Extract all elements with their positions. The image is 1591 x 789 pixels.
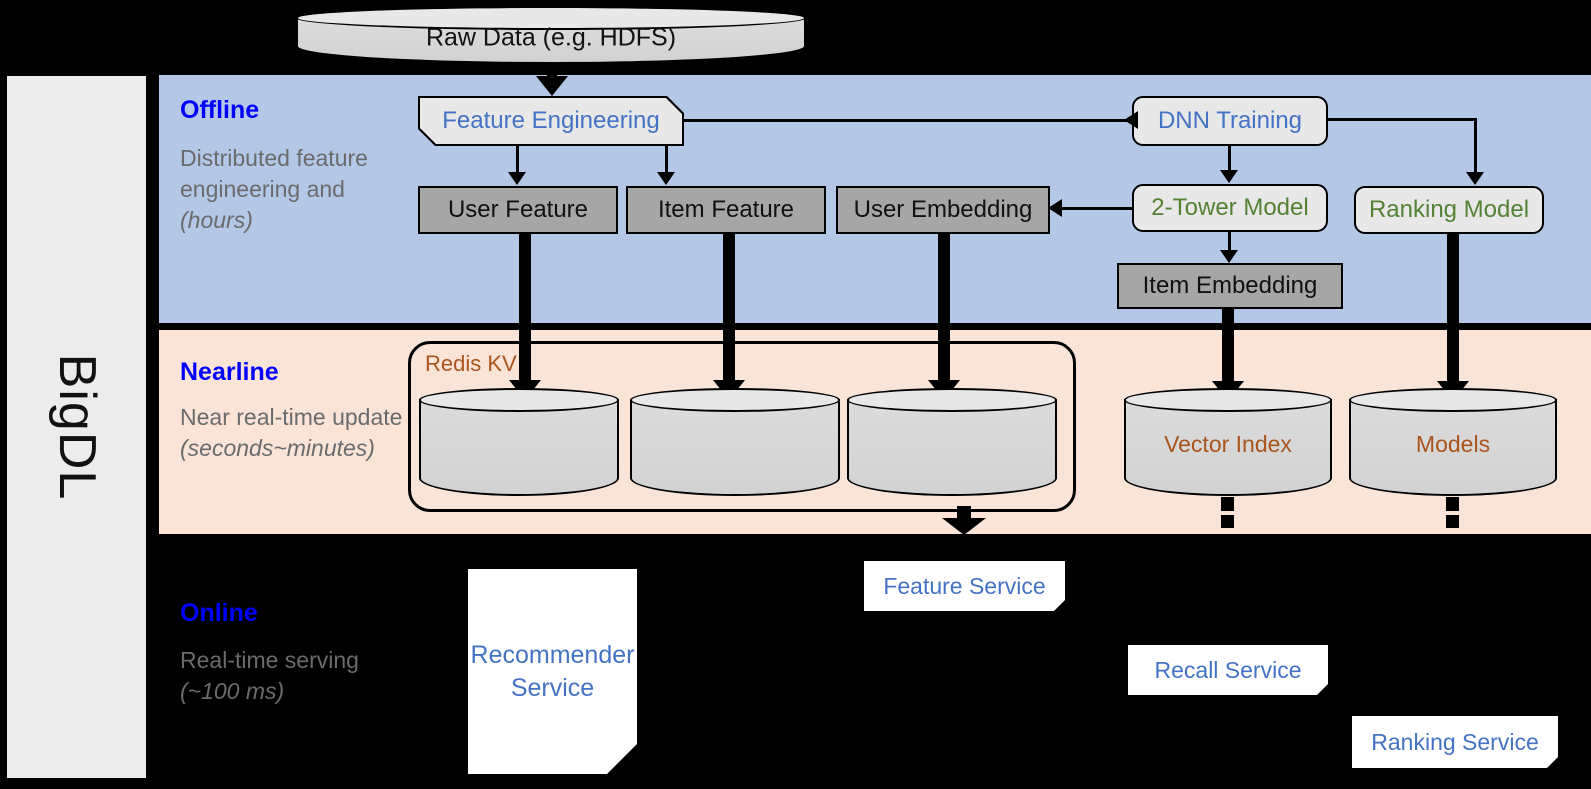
- recall-service-node[interactable]: Recall Service: [1128, 645, 1328, 695]
- arrow-dnn-ranking-head: [1466, 172, 1484, 185]
- models-store: Models: [1349, 388, 1557, 496]
- cylinder-top: [296, 6, 806, 30]
- section-subtitle-online: Real-time serving (~100 ms): [180, 647, 359, 704]
- ranking-service-label: Ranking Service: [1371, 728, 1539, 755]
- node-user-feature[interactable]: User Feature: [418, 186, 618, 234]
- two-tower-model-label: 2-Tower Model: [1151, 193, 1309, 221]
- arrow-dnn-2tower-line: [1228, 146, 1231, 172]
- item-embedding-label: Item Embedding: [1142, 271, 1318, 299]
- arrow-rawdata-fe-line: [547, 62, 557, 80]
- section-subtitle-nearline: Near real-time update (seconds~minutes): [180, 404, 403, 461]
- node-2-tower-model[interactable]: 2-Tower Model: [1132, 184, 1328, 232]
- recommender-service-label: Recommender Service: [470, 641, 635, 702]
- section-title-online: Online: [180, 599, 258, 627]
- arrow-fe-itemfeature-head: [657, 172, 675, 185]
- pipe-itemfeature-store: [723, 234, 735, 384]
- vector-index-store: Vector Index: [1124, 388, 1332, 496]
- arrow-2tower-userembedding-head: [1048, 199, 1062, 217]
- arrow-dnn-ranking-v: [1474, 118, 1477, 174]
- section-subtitle-offline: Distributed feature engineering and (hou…: [180, 145, 368, 233]
- section-title-offline: Offline: [180, 96, 260, 124]
- cylinder-top: [1349, 388, 1557, 412]
- store-cylinder-2: [630, 388, 840, 496]
- cylinder-body: [1349, 399, 1557, 496]
- feature-service-node[interactable]: Feature Service: [864, 561, 1065, 611]
- vector-index-label: Vector Index: [1164, 431, 1292, 458]
- arrow-redis-featureservice-head: [942, 518, 986, 535]
- raw-data-label: Raw Data (e.g. HDFS): [425, 23, 677, 52]
- user-embedding-label: User Embedding: [853, 195, 1033, 223]
- connector-redis-featureservice: [957, 506, 971, 520]
- ranking-model-label: Ranking Model: [1368, 195, 1530, 223]
- framework-name-label: BigDL: [47, 353, 106, 501]
- cylinder-body: [419, 399, 619, 496]
- cylinder-top: [630, 388, 840, 412]
- arrow-fe-itemfeature-line: [665, 146, 668, 174]
- recommender-service-node[interactable]: Recommender Service: [468, 569, 637, 774]
- redis-kv-container: [408, 341, 1076, 512]
- framework-sidebar: BigDL: [7, 76, 146, 778]
- feature-engineering-label: Feature Engineering: [442, 106, 660, 134]
- arrow-fe-dnn-line: [684, 119, 1132, 122]
- section-title-nearline: Nearline: [180, 358, 279, 386]
- item-feature-label: Item Feature: [657, 195, 795, 223]
- node-user-embedding[interactable]: User Embedding: [836, 186, 1050, 234]
- cylinder-top: [1124, 388, 1332, 412]
- store-cylinder-3: [847, 388, 1057, 496]
- arrow-2tower-userembedding-line: [1060, 207, 1134, 210]
- cylinder-body: [847, 399, 1057, 496]
- cylinder-body: [630, 399, 840, 496]
- connector-models-b: [1446, 515, 1459, 528]
- connector-vectorindex-a: [1221, 497, 1234, 511]
- store-cylinder-1: [419, 388, 619, 496]
- cylinder-body: [1124, 399, 1332, 496]
- pipe-rankingmodel-models: [1447, 234, 1459, 385]
- node-item-embedding[interactable]: Item Embedding: [1117, 263, 1343, 309]
- arrow-dnn-ranking-h: [1328, 118, 1476, 121]
- raw-data-store: Raw Data (e.g. HDFS): [296, 6, 806, 64]
- cylinder-top: [847, 388, 1057, 412]
- recall-service-label: Recall Service: [1154, 656, 1302, 683]
- arrow-fe-dnn-head: [1124, 111, 1138, 129]
- pipe-itemembedding-vectorindex: [1222, 309, 1234, 385]
- pipe-userfeature-store: [519, 234, 531, 384]
- node-feature-engineering[interactable]: Feature Engineering: [418, 96, 684, 146]
- connector-vectorindex-b: [1221, 515, 1234, 528]
- arrow-rawdata-fe-head: [536, 76, 568, 96]
- user-feature-label: User Feature: [447, 195, 589, 223]
- arrow-2tower-itemembedding-line: [1228, 232, 1231, 254]
- pipe-userembedding-store: [938, 234, 950, 384]
- feature-service-label: Feature Service: [883, 572, 1046, 599]
- ranking-service-node[interactable]: Ranking Service: [1352, 716, 1558, 768]
- arrow-fe-userfeature-head: [508, 172, 526, 185]
- cylinder-top: [419, 388, 619, 412]
- dnn-training-label: DNN Training: [1157, 106, 1303, 134]
- arrow-dnn-2tower-head: [1220, 170, 1238, 183]
- redis-kv-label: Redis KV: [425, 351, 517, 376]
- node-dnn-training[interactable]: DNN Training: [1132, 96, 1328, 146]
- models-label: Models: [1415, 431, 1491, 458]
- arrow-2tower-itemembedding-head: [1220, 250, 1238, 263]
- node-ranking-model[interactable]: Ranking Model: [1354, 186, 1544, 234]
- node-item-feature[interactable]: Item Feature: [626, 186, 826, 234]
- arrow-fe-userfeature-line: [516, 146, 519, 174]
- connector-models-a: [1446, 497, 1459, 511]
